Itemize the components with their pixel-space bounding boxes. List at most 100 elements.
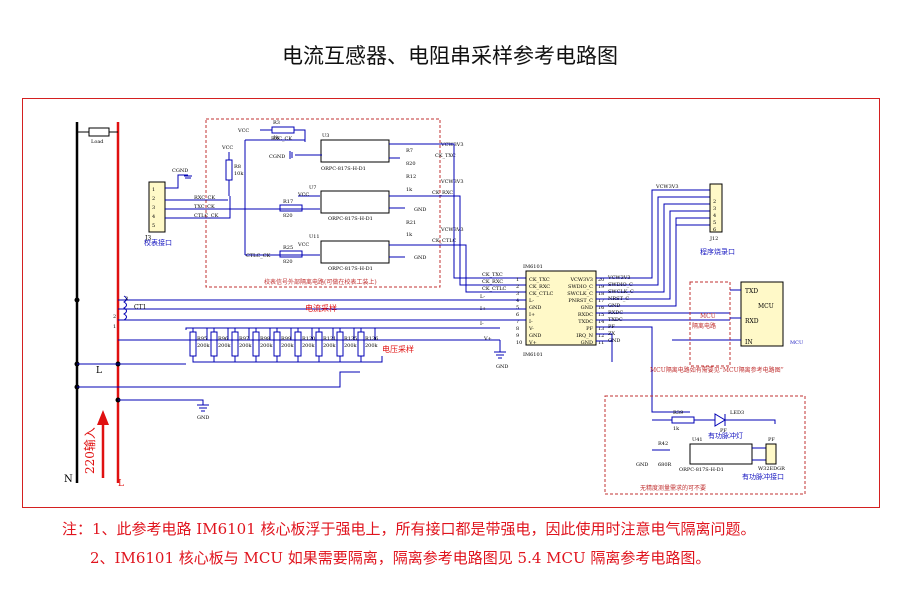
im6101-pin-number: 15 [598,312,604,318]
svg-text:4: 4 [152,214,155,220]
im6101-pin-number: 13 [598,326,604,332]
resistor-value: 200k [218,343,232,349]
resistor-link [255,327,271,340]
j12-connector: 2 3 4 5 6 J12 程序烧录口 VCW3V3 [655,183,735,256]
im6101-pin-number: 20 [598,277,604,283]
right-net-label: PF [608,324,615,330]
svg-text:VCW3V3: VCW3V3 [440,227,464,233]
voltage-divider-resistors: R95200kR96200kR97200kR98200kR99200kR1202… [189,327,383,363]
mcu-block: TXD RXD IN MCU MCU [730,281,803,347]
resistor-link [297,327,313,340]
u7-row [245,190,440,214]
svg-text:CK_RXC: CK_RXC [482,279,503,285]
pulse-circuit [652,413,777,465]
input-220-label: 220输入 [82,427,97,474]
resistor-link [192,356,215,363]
right-net-label: GND [608,303,620,309]
svg-text:VCC: VCC [297,242,309,248]
resistor-body [273,331,281,357]
im6101-pin-label: RXDC [578,312,593,318]
svg-text:820: 820 [283,259,293,265]
im6101-chip: IM6101 IM6101 [523,264,597,358]
im6101-pin-label: GND [529,333,541,339]
resistor-value: 200k [365,343,379,349]
svg-text:VCC: VCC [297,192,309,198]
svg-text:无精度测量需求的可不要: 无精度测量需求的可不要 [640,484,706,492]
im6101-pin-number: 5 [516,305,519,311]
im6101-pin-number: 10 [516,340,522,346]
j3-wires [165,174,275,219]
resistor-link [234,327,250,340]
resistor-value: 200k [344,343,358,349]
svg-text:1k: 1k [406,232,413,238]
svg-text:U41: U41 [692,437,703,443]
right-net-label: VCW3V3 [607,275,631,281]
im6101-pin-number: 3 [516,291,519,297]
pulse-box [604,395,806,495]
svg-text:GND: GND [414,207,426,213]
resistor-ref: R135 [344,336,357,342]
resistor-link [360,356,383,363]
svg-text:有功脉冲灯: 有功脉冲灯 [708,431,743,440]
u3-row [245,126,440,163]
svg-text:有功脉冲接口: 有功脉冲接口 [742,472,784,481]
svg-text:CK_CTLC: CK_CTLC [482,286,507,292]
im6101-pin-label: L- [529,298,534,304]
svg-text:PF: PF [768,437,775,443]
resistor-body [189,331,197,357]
im6101-pin-label: SWCLK_C [567,291,593,297]
resistor-value: 200k [281,343,295,349]
svg-text:GND: GND [636,462,648,468]
im6101-pin-label: GND [581,340,593,346]
j3-name: 校表接口 [144,238,172,247]
isolation-box-label: 校表信号外部隔离电路(可做在校表工装上) [264,278,377,286]
resistor-link [276,327,292,340]
im6101-pin-label: CK_TXC [529,277,550,283]
svg-text:CK_TXC: CK_TXC [435,153,456,159]
right-net-label: GND [608,338,620,344]
resistor-body [336,331,344,357]
isolation-box [205,118,441,288]
svg-text:VCC: VCC [237,128,249,134]
svg-text:W32EDGR: W32EDGR [758,466,785,472]
resistor-ref: R95 [197,336,207,342]
im6101-pin-label: I+ [529,312,535,318]
svg-text:VCW3V3: VCW3V3 [440,142,464,148]
im6101-ref-bottom: IM6101 [523,352,543,358]
svg-text:CK_CTLC: CK_CTLC [432,238,457,244]
svg-text:MCU: MCU [790,340,803,346]
svg-text:2: 2 [713,199,716,205]
svg-text:R8: R8 [234,164,241,170]
resistor-link [339,356,362,363]
svg-text:R42: R42 [658,441,668,447]
svg-text:R12: R12 [406,174,416,180]
resistor-body [231,331,239,357]
svg-text:1: 1 [152,187,155,193]
svg-text:2: 2 [152,196,155,202]
im6101-ref-top: IM6101 [523,264,543,270]
resistor-link [192,327,208,340]
l-label-1: L [96,366,102,376]
svg-text:820: 820 [283,213,293,219]
svg-text:R21: R21 [406,220,416,226]
svg-text:GND: GND [197,415,209,421]
right-net-labels: VCW3V3SWDIO_CSWCLK_CNRST_CGNDRXDCTXDCPFZ… [607,275,634,344]
svg-text:TXC_CK: TXC_CK [194,204,215,210]
svg-text:10k: 10k [234,171,244,177]
im6101-pin-label: PNRST_C [568,298,593,304]
im6101-pin-number: 1 [516,277,519,283]
resistor-body [294,331,302,357]
im6101-pin-label: SWDIO_C [568,284,593,290]
mcu-iso-note: MCU隔离电路如有需要见“MCU隔离参考电路图” [650,366,784,374]
svg-text:CTLC_CK: CTLC_CK [246,253,271,259]
svg-text:1k: 1k [673,426,680,432]
resistor-ref: R99 [281,336,291,342]
svg-text:ORPC-817S-H-D1: ORPC-817S-H-D1 [679,467,724,473]
n-label: N [64,474,73,485]
u11-row [245,240,440,264]
svg-text:TXD: TXD [745,288,758,295]
im6101-pin-label: CK_CTLC [529,291,554,297]
svg-text:I+: I+ [480,306,486,312]
